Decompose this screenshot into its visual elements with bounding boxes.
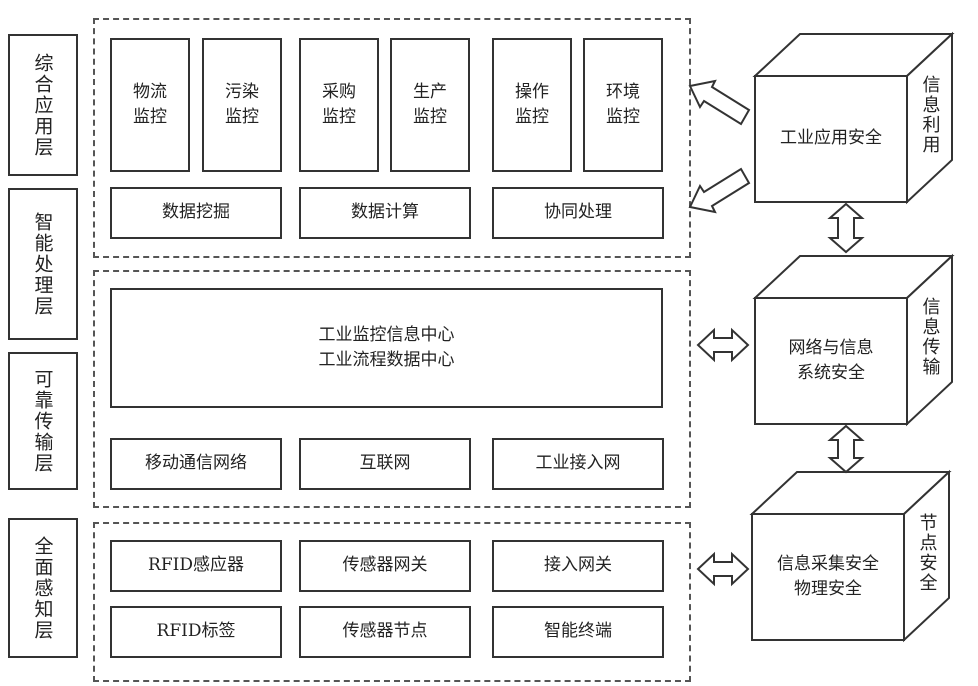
device-rfid-sensor: RFID感应器 [110,540,282,592]
layer-label-application: 综合应用层 [8,34,78,176]
monitor-production: 生产 监控 [390,38,470,172]
double-arrow-vertical-1 [827,202,865,254]
processing-data-computing: 数据计算 [299,187,471,239]
security-app-side: 信息利用 [907,40,952,190]
device-rfid-tag: RFID标签 [110,606,282,658]
monitor-operation: 操作 监控 [492,38,572,172]
security-network-face: 网络与信息 系统安全 [788,337,874,384]
security-cube-app [752,31,955,205]
monitor-logistics: 物流 监控 [110,38,190,172]
monitor-environment: 环境 监控 [583,38,663,172]
security-node-face: 信息采集安全 物理安全 [777,553,879,600]
layer-label-processing: 智能处理层 [8,188,78,340]
security-cube-node [749,469,952,643]
security-app-side-text: 信息利用 [919,75,941,155]
security-network-side-text: 信息传输 [919,297,941,377]
security-app-face: 工业应用安全 [780,128,882,149]
data-center-line2: 工业流程数据中心 [318,350,455,370]
device-sensor-node: 传感器节点 [299,606,471,658]
security-node-side: 节点安全 [904,478,949,628]
layer-label-transmission: 可靠传输层 [8,352,78,490]
security-network-side: 信息传输 [907,262,952,412]
arrow-diagonal-down [688,167,751,214]
layer-label-transmission-text: 可靠传输层 [31,368,54,474]
data-center-box: 工业监控信息中心 工业流程数据中心 [110,288,663,408]
double-arrow-vertical-2 [827,424,865,474]
arrow-diagonal-up [688,79,751,126]
security-cube-network [752,253,955,427]
network-internet: 互联网 [299,438,471,490]
monitor-procurement: 采购 监控 [299,38,379,172]
application-group [93,18,691,258]
processing-data-mining: 数据挖掘 [110,187,282,239]
monitor-pollution: 污染 监控 [202,38,282,172]
device-access-gateway: 接入网关 [492,540,664,592]
network-mobile: 移动通信网络 [110,438,282,490]
double-arrow-horizontal-1 [696,327,750,363]
network-industrial-access: 工业接入网 [492,438,664,490]
layer-label-perception-text: 全面感知层 [31,535,54,641]
processing-collaborative: 协同处理 [492,187,664,239]
device-smart-terminal: 智能终端 [492,606,664,658]
perception-group [93,522,691,682]
device-sensor-gateway: 传感器网关 [299,540,471,592]
layer-label-perception: 全面感知层 [8,518,78,658]
security-node-side-text: 节点安全 [916,513,938,593]
layer-label-application-text: 综合应用层 [31,52,54,158]
double-arrow-horizontal-2 [696,551,750,587]
data-center-line1: 工业监控信息中心 [318,324,455,345]
layer-label-processing-text: 智能处理层 [31,211,54,317]
transmission-group [93,270,691,508]
